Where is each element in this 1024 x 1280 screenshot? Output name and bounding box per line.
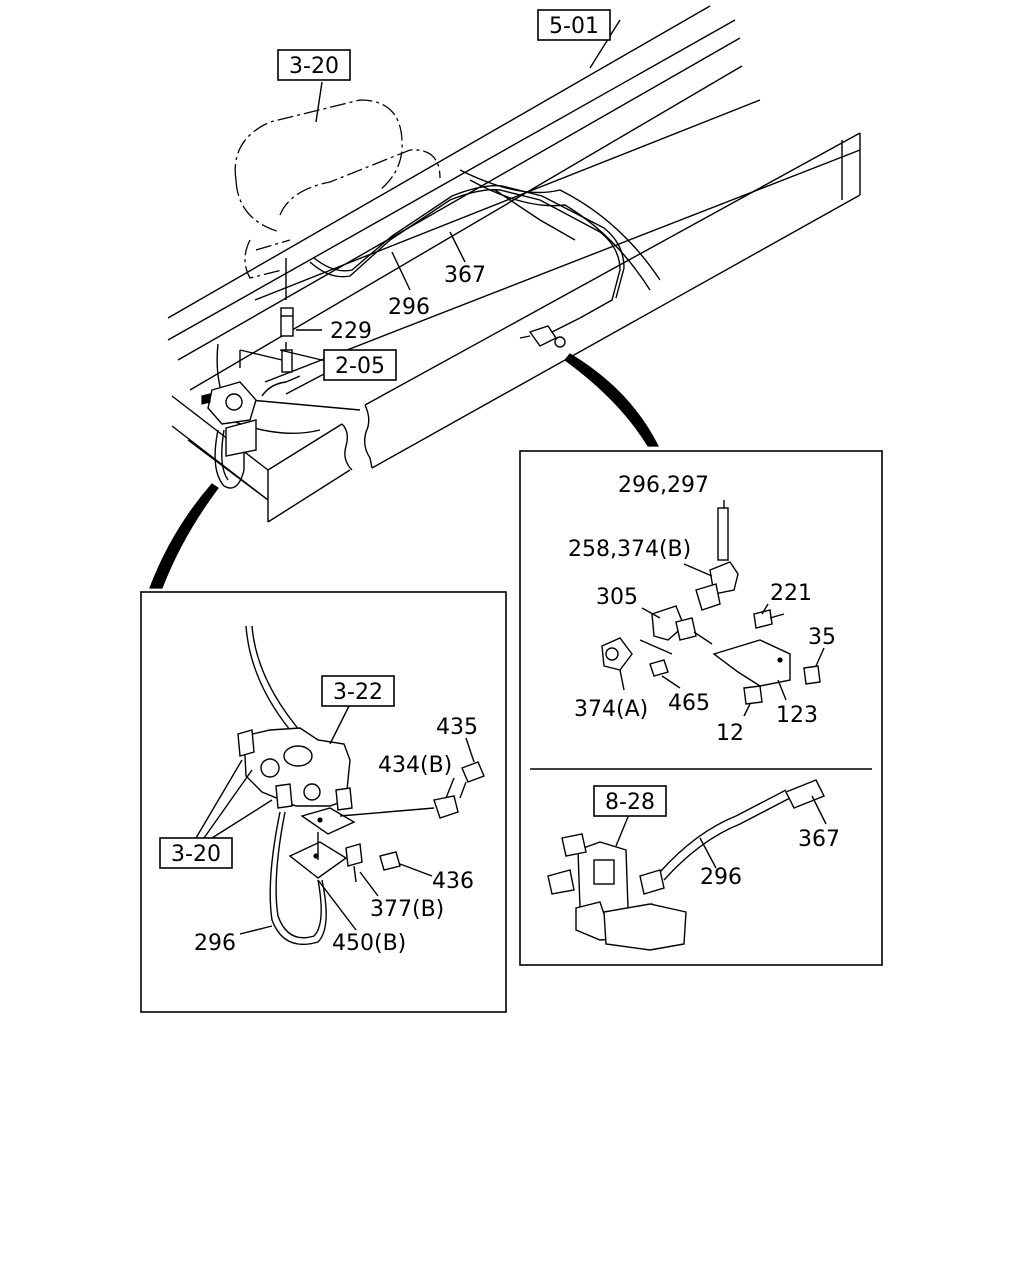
label-305: 305 (596, 585, 638, 610)
bolts-detail (339, 761, 485, 883)
air-pipe-route (239, 185, 625, 397)
svg-text:3-22: 3-22 (333, 680, 383, 705)
label-436: 436 (432, 869, 474, 894)
label-367-right: 367 (798, 827, 840, 852)
valve-assembly-detail (237, 625, 353, 811)
label-12: 12 (716, 721, 744, 746)
label-435: 435 (436, 715, 478, 740)
label-377b: 377(B) (370, 897, 444, 922)
valve-assembly-main (201, 343, 257, 489)
air-tank (234, 99, 441, 279)
label-367-main: 367 (444, 263, 486, 288)
solenoid-valve-detail (547, 779, 825, 951)
label-296-right: 296 (700, 865, 742, 890)
label-434b: 434(B) (378, 753, 452, 778)
detail-pointers (149, 353, 659, 589)
label-296-left: 296 (194, 931, 236, 956)
left-detail-panel: 3-22 3-20 435 434(B) 436 377(B) 450(B) 2… (140, 591, 507, 1013)
main-leader-lines (279, 19, 621, 395)
ref-box-5-01[interactable]: 5-01 (537, 9, 611, 41)
label-296-main: 296 (388, 295, 430, 320)
ref-box-3-22[interactable]: 3-22 (321, 675, 395, 707)
ref-box-3-20-left[interactable]: 3-20 (159, 837, 233, 869)
svg-text:2-05: 2-05 (335, 354, 385, 379)
ref-box-2-05[interactable]: 2-05 (323, 349, 397, 381)
label-258-374b: 258,374(B) (568, 537, 691, 562)
label-35: 35 (808, 625, 836, 650)
ref-box-8-28[interactable]: 8-28 (593, 785, 667, 817)
fittings-detail (601, 500, 821, 705)
chassis-frame (167, 5, 861, 523)
svg-text:5-01: 5-01 (549, 14, 599, 39)
svg-text:8-28: 8-28 (605, 790, 655, 815)
hose-loop-left (269, 811, 327, 946)
label-374a: 374(A) (574, 697, 648, 722)
label-450b: 450(B) (332, 931, 406, 956)
ref-box-3-20-top[interactable]: 3-20 (277, 49, 351, 81)
label-229-main: 229 (330, 319, 372, 344)
label-123: 123 (776, 703, 818, 728)
label-296-297: 296,297 (618, 473, 709, 498)
svg-text:3-20: 3-20 (289, 54, 339, 79)
label-221: 221 (770, 581, 812, 606)
svg-text:3-20: 3-20 (171, 842, 221, 867)
label-465: 465 (668, 691, 710, 716)
right-detail-panel: 296,297 258,374(B) 305 221 35 374(A) 465… (519, 450, 883, 966)
bracket-detail (288, 807, 356, 879)
